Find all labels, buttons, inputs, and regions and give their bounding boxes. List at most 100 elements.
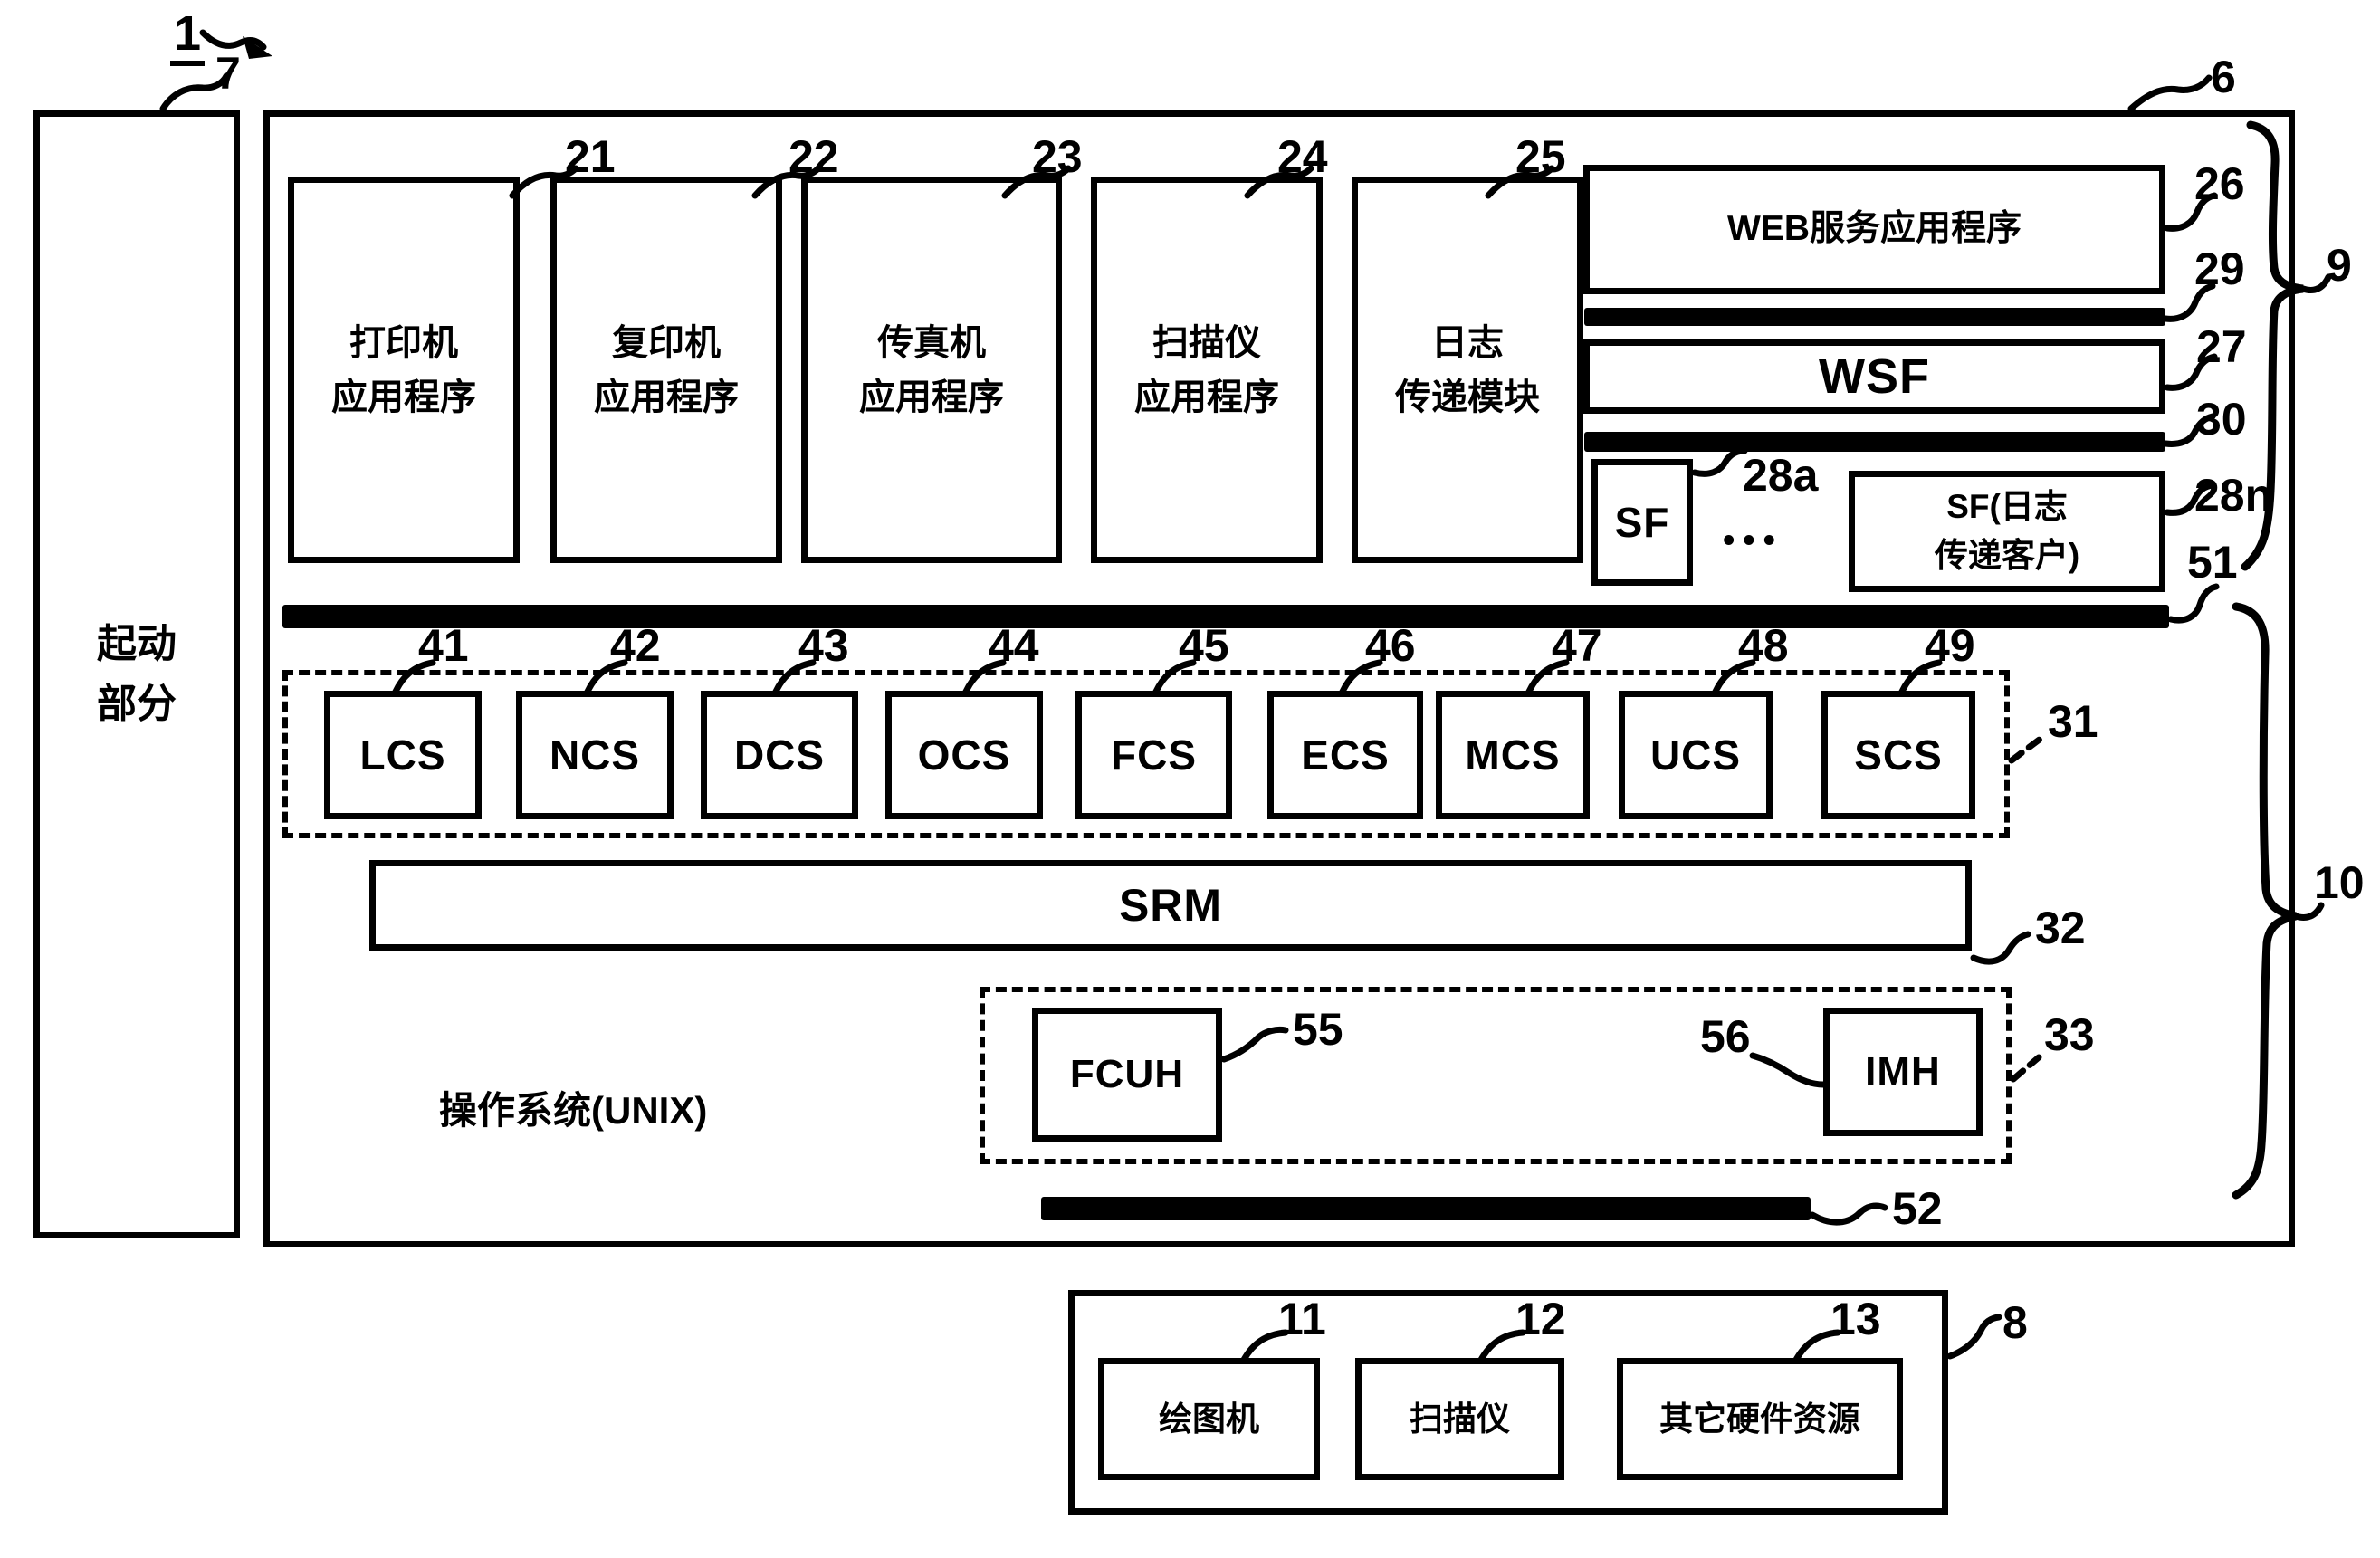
service-box-lcs: LCS bbox=[324, 691, 482, 819]
sf-log-label2: 传递客户) bbox=[1934, 537, 2080, 574]
service-box-ncs: NCS bbox=[516, 691, 674, 819]
ref-27: 27 bbox=[2196, 321, 2247, 372]
sf-label: SF bbox=[1614, 499, 1670, 546]
copier-app-label: 复印机 bbox=[612, 322, 721, 363]
ref-23: 23 bbox=[1032, 131, 1083, 182]
printer-app-box: 打印机 应用程序 bbox=[288, 177, 520, 563]
ref-30: 30 bbox=[2196, 394, 2247, 444]
ref-41: 41 bbox=[418, 620, 469, 671]
os-label: 操作系统(UNIX) bbox=[439, 1089, 708, 1132]
dcs-label: DCS bbox=[733, 731, 826, 779]
ref-1: 1 bbox=[170, 9, 206, 66]
mcs-label: MCS bbox=[1465, 731, 1561, 779]
ref-9: 9 bbox=[2327, 240, 2352, 291]
ref-44: 44 bbox=[989, 620, 1039, 671]
ncs-label: NCS bbox=[549, 731, 641, 779]
ellipsis-dots: ••• bbox=[1723, 521, 1783, 559]
ecs-label: ECS bbox=[1301, 731, 1390, 779]
copier-app-box: 复印机 应用程序 bbox=[550, 177, 782, 563]
sf-log-label1: SF(日志 bbox=[1946, 488, 2068, 526]
ref-48: 48 bbox=[1738, 620, 1789, 671]
startup-label-line1: 起动 bbox=[97, 622, 177, 666]
scanner-app-box: 扫描仪 应用程序 bbox=[1091, 177, 1323, 563]
leader-6 bbox=[2127, 74, 2213, 112]
wsf-label: WSF bbox=[1819, 349, 1930, 404]
fax-app-label2: 应用程序 bbox=[859, 377, 1004, 417]
ocs-label: OCS bbox=[917, 731, 1011, 779]
imh-box: IMH bbox=[1823, 1008, 1983, 1136]
startup-section-box: 起动 部分 bbox=[33, 110, 240, 1238]
handlers-dashed-box bbox=[980, 987, 2012, 1164]
leader-8 bbox=[1946, 1314, 2002, 1360]
ref-12: 12 bbox=[1515, 1294, 1566, 1344]
fcs-label: FCS bbox=[1111, 731, 1197, 779]
ref-43: 43 bbox=[798, 620, 849, 671]
srm-box: SRM bbox=[369, 860, 1972, 951]
ref-47: 47 bbox=[1552, 620, 1602, 671]
fax-app-label: 传真机 bbox=[877, 322, 986, 363]
other-hw-box: 其它硬件资源 bbox=[1617, 1358, 1903, 1480]
plotter-box: 绘图机 bbox=[1098, 1358, 1320, 1480]
service-box-fcs: FCS bbox=[1075, 691, 1232, 819]
ref-24: 24 bbox=[1277, 131, 1328, 182]
sf-box: SF bbox=[1591, 459, 1693, 586]
scanner-hw-box: 扫描仪 bbox=[1355, 1358, 1564, 1480]
service-box-ocs: OCS bbox=[885, 691, 1043, 819]
ref-29: 29 bbox=[2194, 244, 2245, 294]
log-module-label: 日志 bbox=[1431, 322, 1504, 363]
ref-46: 46 bbox=[1365, 620, 1416, 671]
figure-ref-arrow bbox=[199, 29, 267, 51]
api-bar-51 bbox=[282, 605, 2169, 628]
web-service-app-box: WEB服务应用程序 bbox=[1583, 165, 2165, 294]
other-hw-label: 其它硬件资源 bbox=[1659, 1400, 1860, 1438]
service-box-dcs: DCS bbox=[701, 691, 858, 819]
scs-label: SCS bbox=[1854, 731, 1943, 779]
fcuh-box: FCUH bbox=[1032, 1008, 1222, 1142]
figure-ref-arrowhead bbox=[243, 36, 272, 59]
scanner-app-label2: 应用程序 bbox=[1134, 377, 1279, 417]
ref-28a: 28a bbox=[1743, 450, 1819, 501]
ref-11: 11 bbox=[1278, 1294, 1326, 1344]
log-transfer-module-box: 日志 传递模块 bbox=[1352, 177, 1583, 563]
ref-55: 55 bbox=[1293, 1004, 1343, 1055]
ref-13: 13 bbox=[1830, 1294, 1881, 1344]
services-dashed-box bbox=[282, 670, 2010, 838]
ref-45: 45 bbox=[1179, 620, 1229, 671]
api-bar-30 bbox=[1584, 432, 2165, 452]
plotter-label: 绘图机 bbox=[1159, 1400, 1259, 1438]
sf-log-client-box: SF(日志 传递客户) bbox=[1849, 471, 2165, 592]
fax-app-box: 传真机 应用程序 bbox=[801, 177, 1062, 563]
ref-32: 32 bbox=[2035, 903, 2086, 953]
ref-28n: 28n bbox=[2194, 470, 2273, 521]
ref-49: 49 bbox=[1925, 620, 1975, 671]
ref-8: 8 bbox=[2002, 1297, 2028, 1348]
service-box-mcs: MCS bbox=[1436, 691, 1590, 819]
printer-app-label: 打印机 bbox=[349, 322, 458, 363]
lcs-label: LCS bbox=[359, 731, 446, 779]
service-box-ucs: UCS bbox=[1619, 691, 1773, 819]
scanner-hw-label: 扫描仪 bbox=[1410, 1400, 1510, 1438]
srm-label: SRM bbox=[1118, 880, 1223, 931]
ref-31: 31 bbox=[2048, 696, 2098, 747]
ref-25: 25 bbox=[1515, 131, 1566, 182]
wsf-box: WSF bbox=[1583, 339, 2165, 414]
log-module-label2: 传递模块 bbox=[1395, 377, 1540, 417]
ref-51: 51 bbox=[2187, 537, 2238, 588]
ref-6: 6 bbox=[2211, 52, 2236, 102]
fcuh-label: FCUH bbox=[1069, 1052, 1185, 1096]
leader-9 bbox=[2299, 273, 2332, 293]
ref-33: 33 bbox=[2044, 1009, 2095, 1060]
ref-7: 7 bbox=[215, 48, 241, 99]
ref-22: 22 bbox=[789, 131, 839, 182]
ref-42: 42 bbox=[610, 620, 661, 671]
ucs-label: UCS bbox=[1649, 731, 1742, 779]
service-box-scs: SCS bbox=[1821, 691, 1975, 819]
ref-26: 26 bbox=[2194, 158, 2245, 209]
imh-label: IMH bbox=[1865, 1049, 1941, 1094]
ref-56: 56 bbox=[1700, 1011, 1751, 1062]
engine-bar-52 bbox=[1041, 1197, 1811, 1220]
copier-app-label2: 应用程序 bbox=[594, 377, 739, 417]
ref-52: 52 bbox=[1892, 1183, 1943, 1234]
ref-21: 21 bbox=[565, 131, 616, 182]
